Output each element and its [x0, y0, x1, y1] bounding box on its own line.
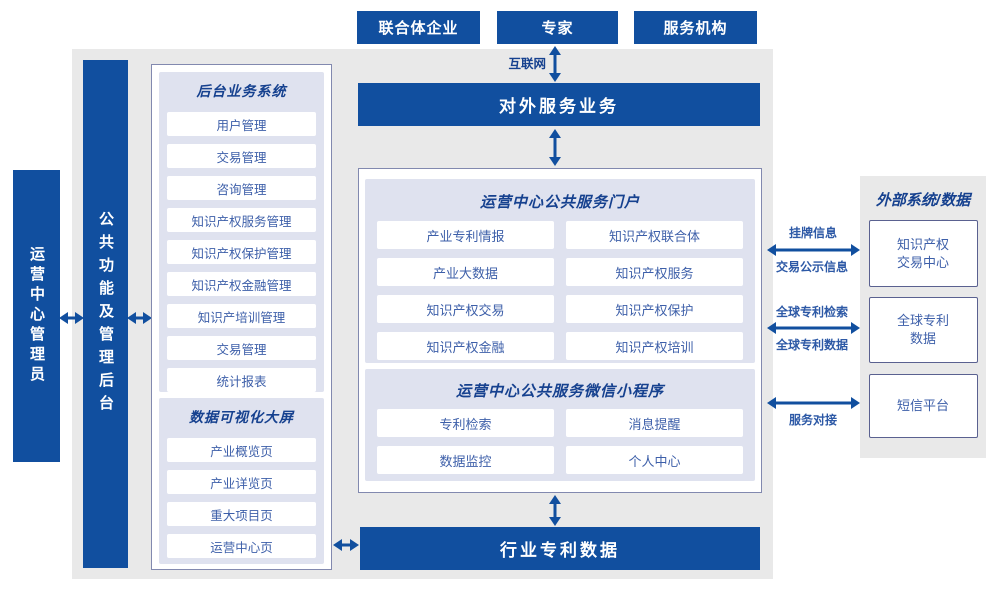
- left-systems-box: 后台业务系统 用户管理 交易管理 咨询管理 知识产权服务管理 知识产权保护管理 …: [151, 64, 332, 570]
- data-visualization-title: 数据可视化大屏: [189, 409, 294, 425]
- internet-label: 互联网: [508, 57, 546, 71]
- node-global-patent-data: 全球专利 数据: [868, 297, 978, 363]
- portal-item: 知识产权联合体: [566, 221, 743, 249]
- portal-item: 知识产权服务: [566, 258, 743, 286]
- dataviz-item: 运营中心页: [167, 534, 316, 558]
- backend-item: 交易管理: [167, 336, 316, 360]
- bar-operation-center-admin: 运营中心管理员: [13, 170, 60, 462]
- bar-industry-patent-data: 行业专利数据: [360, 527, 760, 570]
- portal-item: 产业专利情报: [377, 221, 554, 249]
- backend-system-title: 后台业务系统: [196, 83, 287, 99]
- center-portal-box: 运营中心公共服务门户 产业专利情报 知识产权联合体 产业大数据 知识产权服务 知…: [358, 168, 762, 493]
- external-systems-panel: 外部系统/数据 知识产权 交易中心 全球专利 数据 短信平台: [860, 176, 986, 458]
- arrow-admin-backend: [59, 311, 84, 325]
- backend-item: 知识产权金融管理: [167, 272, 316, 296]
- node-service-agencies: 服务机构: [634, 11, 757, 44]
- arrow-sms-platform: [767, 396, 860, 410]
- miniprogram-item: 消息提醒: [566, 409, 743, 437]
- arrow-global-patent: [767, 321, 860, 335]
- portal-item: 知识产权交易: [377, 295, 554, 323]
- backend-item: 交易管理: [167, 144, 316, 168]
- arrow-portal-patentdata: [548, 495, 562, 526]
- data-visualization-section: 数据可视化大屏 产业概览页 产业详览页 重大项目页 运营中心页: [159, 398, 324, 564]
- portal-item: 知识产权保护: [566, 295, 743, 323]
- backend-item: 用户管理: [167, 112, 316, 136]
- miniprogram-item: 个人中心: [566, 446, 743, 474]
- portal-item: 产业大数据: [377, 258, 554, 286]
- bar-public-function-backend: 公共功能及管理后台: [83, 60, 128, 568]
- arrow-internet: [548, 46, 562, 82]
- backend-system-section: 后台业务系统 用户管理 交易管理 咨询管理 知识产权服务管理 知识产权保护管理 …: [159, 72, 324, 392]
- bar-external-service: 对外服务业务: [358, 83, 760, 126]
- dataviz-item: 重大项目页: [167, 502, 316, 526]
- link-label-service-connection: 服务对接: [788, 413, 837, 427]
- miniprogram-item: 数据监控: [377, 446, 554, 474]
- node-sms-platform: 短信平台: [868, 374, 978, 438]
- portal-title: 运营中心公共服务门户: [479, 193, 640, 211]
- backend-item: 统计报表: [167, 368, 316, 392]
- miniprogram-title: 运营中心公共服务微信小程序: [455, 382, 664, 400]
- miniprogram-item: 专利检索: [377, 409, 554, 437]
- backend-item: 咨询管理: [167, 176, 316, 200]
- portal-item: 知识产权金融: [377, 332, 554, 360]
- node-ip-trading-center: 知识产权 交易中心: [868, 220, 978, 287]
- backend-item: 知识产权保护管理: [167, 240, 316, 264]
- backend-item: 知识产权服务管理: [167, 208, 316, 232]
- arrow-dataviz-patentdata: [333, 538, 359, 552]
- link-label-global-patent-data: 全球专利数据: [775, 338, 848, 352]
- link-label-listing-info: 挂牌信息: [788, 226, 837, 240]
- link-label-global-patent-search: 全球专利检索: [775, 305, 848, 319]
- dataviz-item: 产业概览页: [167, 438, 316, 462]
- external-systems-title: 外部系统/数据: [875, 192, 971, 209]
- link-label-trade-publicity: 交易公示信息: [775, 260, 848, 274]
- backend-item: 知识产培训管理: [167, 304, 316, 328]
- node-consortium-enterprise: 联合体企业: [357, 11, 480, 44]
- node-experts: 专家: [497, 11, 618, 44]
- dataviz-item: 产业详览页: [167, 470, 316, 494]
- arrow-backend-system: [127, 311, 152, 325]
- arrow-trading-center: [767, 243, 860, 257]
- portal-section: 运营中心公共服务门户 产业专利情报 知识产权联合体 产业大数据 知识产权服务 知…: [365, 179, 755, 363]
- arrow-service-to-portal: [548, 129, 562, 166]
- portal-item: 知识产权培训: [566, 332, 743, 360]
- miniprogram-section: 运营中心公共服务微信小程序 专利检索 消息提醒 数据监控 个人中心: [365, 369, 755, 481]
